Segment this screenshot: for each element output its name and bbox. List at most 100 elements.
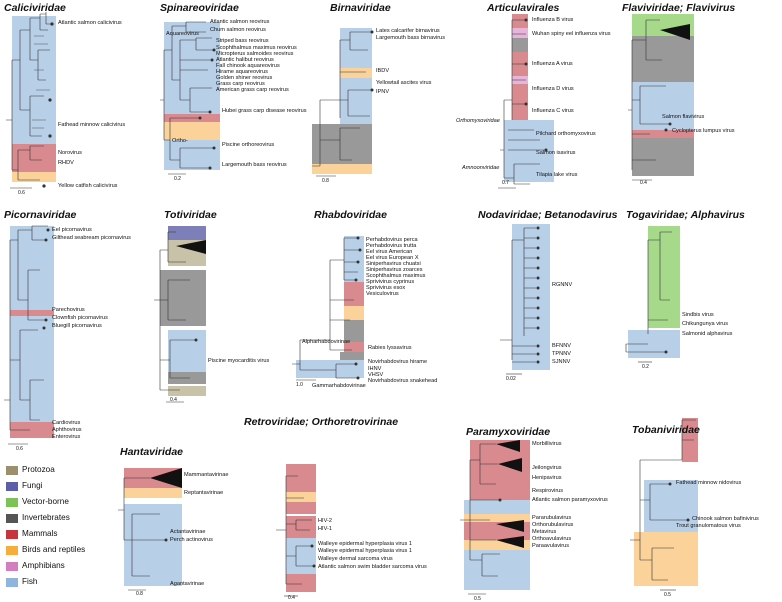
tip-label: Scophthalmus maximus bbox=[366, 273, 426, 279]
panel-title-hantaviridae: Hantaviridae bbox=[120, 446, 184, 458]
tip-label: Eel virus American bbox=[366, 249, 413, 255]
panel-title-totiviridae: Totiviridae bbox=[164, 209, 217, 221]
clade-label-amnoonviridae: Amnoonviridae bbox=[462, 165, 500, 171]
legend-label: Protozoa bbox=[22, 465, 55, 474]
tip-label: Sprivivirus esox bbox=[366, 285, 406, 291]
tip-label: Clownfish picornavirus bbox=[52, 315, 108, 321]
legend-label: Amphibians bbox=[22, 561, 65, 570]
panel-title-retroviridae: Retroviridae; Orthoretrovirinae bbox=[244, 416, 399, 428]
tip-label: Walleye epidermal hyperplasia virus 1 bbox=[318, 541, 412, 547]
legend-label: Birds and reptiles bbox=[22, 545, 86, 554]
tip-label: Sprivivirus cyprinus bbox=[366, 279, 415, 285]
panel-title-articulavirales: Articulavirales bbox=[487, 2, 560, 14]
tip-label: Perhabdovirus perca bbox=[366, 237, 418, 243]
clade-label: Morbillivirus bbox=[532, 441, 562, 447]
panel-title-flaviviridae: Flaviviridae; Flavivirus bbox=[622, 2, 736, 14]
scale-bar-label: 0.2 bbox=[642, 364, 649, 370]
tip-label: Atlantic salmon reovirus bbox=[210, 19, 270, 25]
tip-label: RHDV bbox=[58, 160, 74, 166]
tip-label: Chikungunya virus bbox=[682, 321, 729, 327]
tip-label: HIV-2 bbox=[318, 518, 332, 524]
legend-swatch bbox=[6, 514, 18, 523]
tip-label: Cardiovirus bbox=[52, 420, 81, 426]
tip-label: Influenza A virus bbox=[532, 61, 573, 67]
tip-label: Atlantic salmon calicivirus bbox=[58, 20, 122, 26]
tip-label: Fall chinook aquareovirus bbox=[216, 63, 280, 69]
tip-label: Largemouth bass birnavirus bbox=[376, 35, 446, 41]
tip-label: Siniperhavirus chuatsi bbox=[366, 261, 421, 267]
tip-label: HIV-1 bbox=[318, 526, 332, 532]
panel-title-tobaniviridae: Tobaniviridae bbox=[632, 424, 700, 436]
scale-bar-label: 0.4 bbox=[170, 397, 177, 403]
tip-label: Wuhan spiny eel influenza virus bbox=[532, 31, 611, 37]
tip-label: Pilchard orthomyxovirus bbox=[536, 131, 596, 137]
tip-label: Yellowtail ascites virus bbox=[376, 80, 432, 86]
tip-label: Fathead minnow nidovirus bbox=[676, 480, 742, 486]
tip-label: Perch actinovirus bbox=[170, 537, 213, 543]
totiviridae-tree bbox=[154, 226, 206, 403]
clade-label: Gammarhabdovirinae bbox=[312, 383, 366, 389]
tip-label: Parechovirus bbox=[52, 307, 85, 313]
tip-label: Influenza D virus bbox=[532, 86, 574, 92]
tip-label: Bluegill picornavirus bbox=[52, 323, 102, 329]
tip-label: Walleye epidermal hyperplasia virus 1 bbox=[318, 548, 412, 554]
tip-label: BFNNV bbox=[552, 343, 571, 349]
clade-label: Pararubulavirus bbox=[532, 515, 572, 521]
clade-label: Reptantavirinae bbox=[184, 490, 224, 496]
scale-bar-label: 0.6 bbox=[16, 446, 23, 452]
hantaviridae-tree bbox=[118, 468, 182, 591]
tip-label: Hubei grass carp disease reovirus bbox=[222, 108, 307, 114]
clade-label: Alpharhabdovirinae bbox=[302, 339, 351, 345]
legend-swatch bbox=[6, 578, 18, 587]
legend-swatch bbox=[6, 482, 18, 491]
clade-label: Orthorubulavirus bbox=[532, 522, 574, 528]
scale-bar-label: 1.0 bbox=[296, 382, 303, 388]
tip-label: TPNNV bbox=[552, 351, 571, 357]
scale-bar-label: 0.5 bbox=[474, 596, 481, 602]
panel-title-rhabdoviridae: Rhabdoviridae bbox=[314, 209, 387, 221]
rhabdoviridae-tree bbox=[292, 236, 364, 381]
retroviridae-tree bbox=[276, 464, 316, 597]
scale-bar-label: 0.5 bbox=[664, 592, 671, 598]
tip-label: Gilthead seabream picornavirus bbox=[52, 235, 131, 241]
spinareoviridae-tree bbox=[160, 21, 220, 175]
tip-label: Striped bass reovirus bbox=[216, 38, 269, 44]
legend-item-fungi: Fungi bbox=[6, 481, 136, 494]
tip-label: Eel virus European X bbox=[366, 255, 419, 261]
clade-label: Ortho- bbox=[172, 138, 188, 144]
legend-label: Mammals bbox=[22, 529, 58, 538]
tip-label: American grass carp reovirus bbox=[216, 87, 289, 93]
tip-label: Scophthalmus maximus reovirus bbox=[216, 45, 297, 51]
panel-title-birnaviridae: Birnaviridae bbox=[330, 2, 391, 14]
scale-bar-label: 0.2 bbox=[174, 176, 181, 182]
tip-label: Salmonid alphavirus bbox=[682, 331, 733, 337]
nodaviridae-tree bbox=[500, 224, 550, 375]
tip-label: Influenza B virus bbox=[532, 17, 574, 23]
panel-title-nodaviridae: Nodaviridae; Betanodavirus bbox=[478, 209, 618, 221]
scale-bar-label: 0.4 bbox=[640, 180, 647, 186]
legend-item-invertebrates: Invertebrates bbox=[6, 513, 136, 526]
legend-item-birds-reptiles: Birds and reptiles bbox=[6, 545, 136, 558]
panel-title-paramyxoviridae: Paramyxoviridae bbox=[466, 426, 551, 438]
tip-label: Largemouth bass reovirus bbox=[222, 162, 287, 168]
tip-label: Eel picornavirus bbox=[52, 227, 92, 233]
tip-label: IBDV bbox=[376, 68, 390, 74]
legend-label: Fungi bbox=[22, 481, 43, 490]
legend-swatch bbox=[6, 498, 18, 507]
clade-label: Paraavulavirus bbox=[532, 543, 569, 549]
clade-label: Aquareovirus bbox=[166, 31, 199, 37]
tip-label: Chum salmon reovirus bbox=[210, 27, 266, 33]
clade-label: Metavirus bbox=[532, 529, 557, 535]
clade-label: Respirovirus bbox=[532, 488, 564, 494]
articulavirales-tree bbox=[498, 14, 554, 189]
tip-label: Perhabdovirus trutta bbox=[366, 243, 417, 249]
clade-label: Agantavirinae bbox=[170, 581, 205, 587]
scale-bar-label: 0.6 bbox=[18, 190, 25, 196]
paramyxoviridae-tree bbox=[460, 440, 530, 595]
tip-label: Novirhabdovirus snakehead bbox=[368, 378, 438, 384]
tip-label: Golden shiner reovirus bbox=[216, 75, 273, 81]
tip-label: Trout granulomatous virus bbox=[676, 523, 741, 529]
clade-label: Henipavirus bbox=[532, 475, 562, 481]
tip-label: Atlantic halibut reovirus bbox=[216, 57, 274, 63]
